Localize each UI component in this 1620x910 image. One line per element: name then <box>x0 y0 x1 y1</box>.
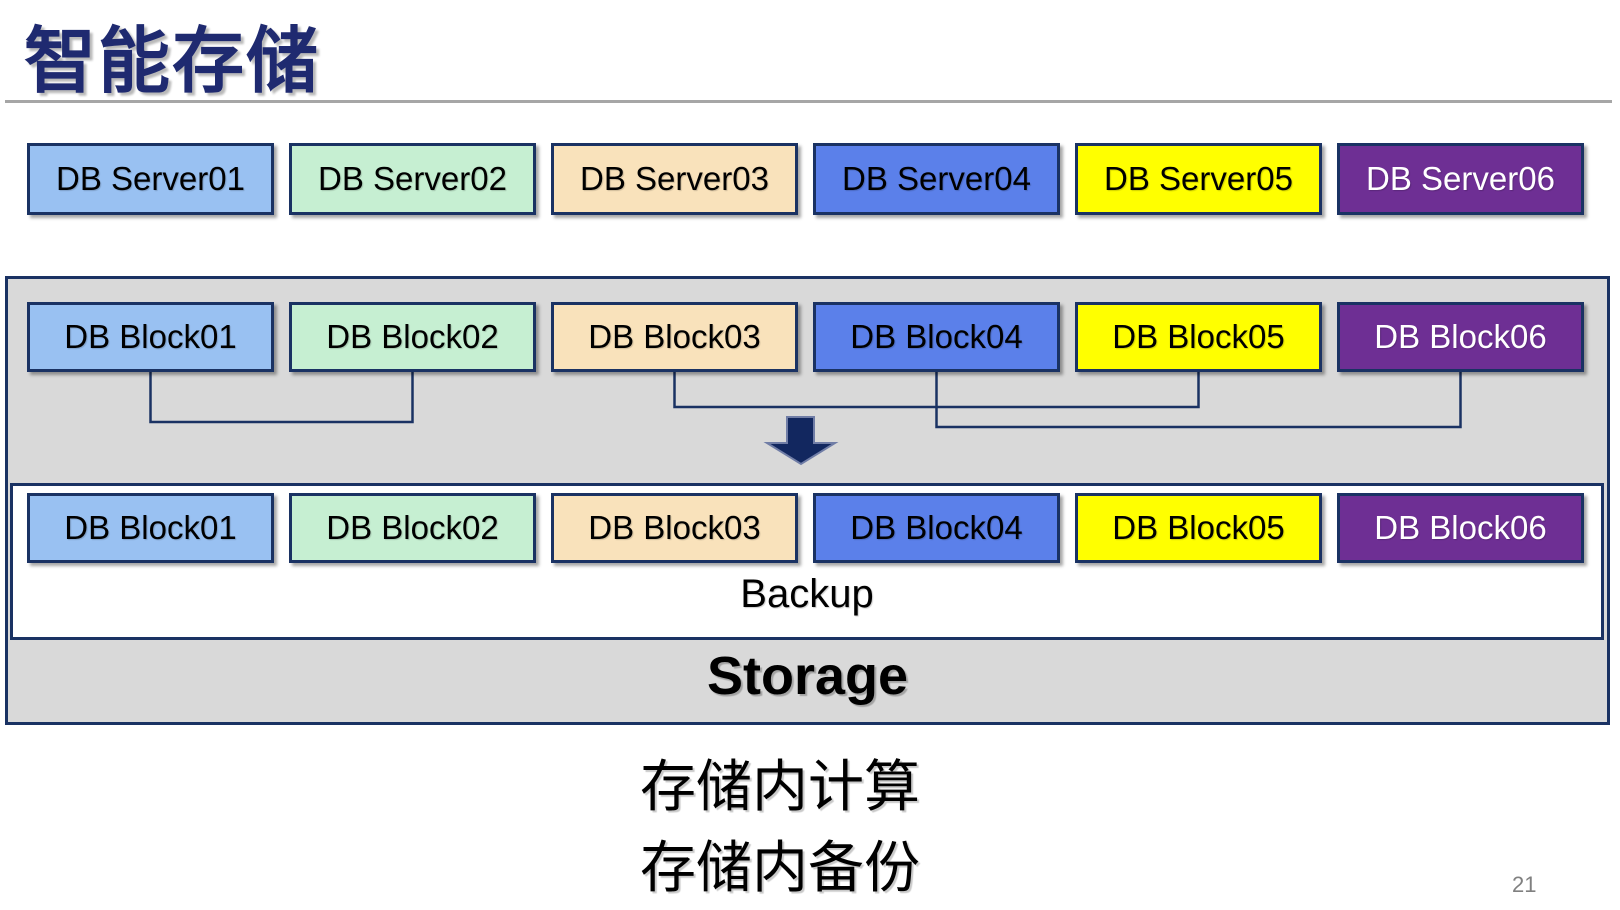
db-block-lower-box-5: DB Block05 <box>1075 493 1322 563</box>
caption-text: 存储内计算 存储内备份 <box>640 746 920 908</box>
backup-label: Backup <box>740 572 874 616</box>
db-server-box-1: DB Server01 <box>27 143 274 215</box>
db-server-box-5: DB Server05 <box>1075 143 1322 215</box>
db-server-box-3: DB Server03 <box>551 143 798 215</box>
db-block-upper-box-6: DB Block06 <box>1337 302 1584 372</box>
db-block-lower-box-2: DB Block02 <box>289 493 536 563</box>
db-block-lower-box-6: DB Block06 <box>1337 493 1584 563</box>
storage-label: Storage <box>706 646 909 706</box>
db-block-lower-box-3: DB Block03 <box>551 493 798 563</box>
db-block-upper-box-3: DB Block03 <box>551 302 798 372</box>
db-block-upper-box-2: DB Block02 <box>289 302 536 372</box>
db-block-upper-box-5: DB Block05 <box>1075 302 1322 372</box>
title-divider <box>5 100 1612 103</box>
page-number: 21 <box>1512 872 1537 897</box>
db-block-lower-box-1: DB Block01 <box>27 493 274 563</box>
db-server-box-2: DB Server02 <box>289 143 536 215</box>
caption-line-1: 存储内计算 <box>640 755 920 818</box>
db-server-box-4: DB Server04 <box>813 143 1060 215</box>
db-server-box-6: DB Server06 <box>1337 143 1584 215</box>
db-block-upper-box-1: DB Block01 <box>27 302 274 372</box>
caption-line-2: 存储内备份 <box>640 836 920 899</box>
db-block-lower-box-4: DB Block04 <box>813 493 1060 563</box>
db-block-upper-box-4: DB Block04 <box>813 302 1060 372</box>
page-title: 智能存储 <box>24 22 321 102</box>
